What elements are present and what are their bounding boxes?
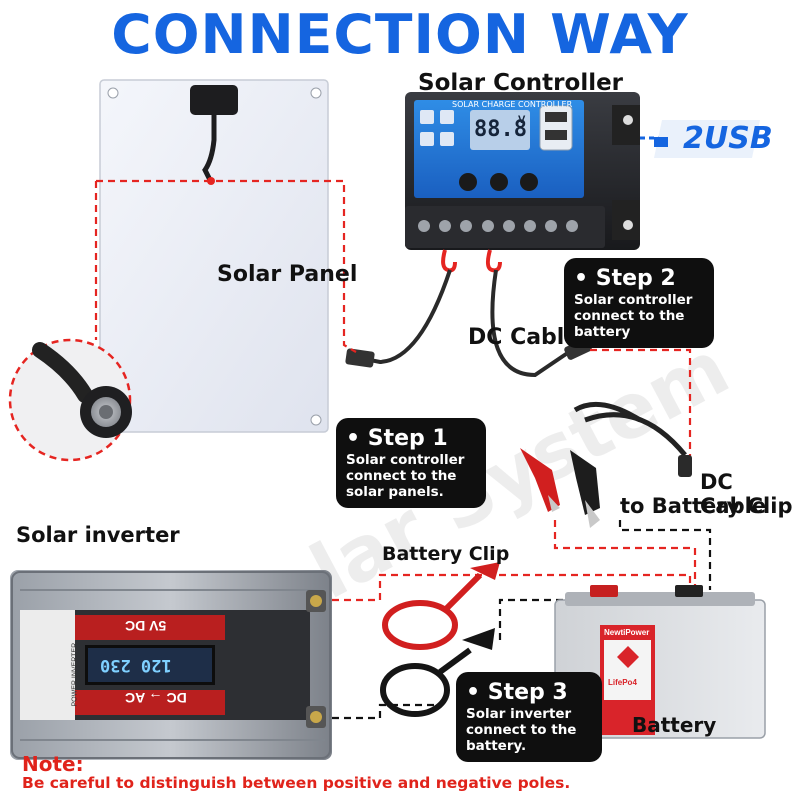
- step-2-line-2: connect to the: [574, 308, 685, 324]
- note-text: Be careful to distinguish between positi…: [22, 774, 571, 792]
- step-2-heading: • Step 2: [574, 266, 676, 291]
- step-3-box: • Step 3 Solar inverter connect to the b…: [456, 672, 602, 762]
- solar-controller: [405, 92, 640, 250]
- controller-reading: 88.8: [474, 117, 527, 142]
- battery-type: LifePo4: [608, 678, 637, 687]
- dc-cable-clip-label-1: DC Cable: [700, 470, 767, 518]
- connector-zoom: [8, 338, 132, 462]
- battery-brand: NewtiPower: [604, 628, 650, 637]
- step-3-line-2: connect to the: [466, 722, 577, 738]
- solar-controller-label: Solar Controller: [418, 70, 624, 96]
- battery-clip-cables: [380, 562, 500, 717]
- controller-unit: V: [518, 114, 526, 126]
- solar-panel-label: Solar Panel: [217, 262, 358, 287]
- step-2-box: • Step 2 Solar controller connect to the…: [564, 258, 714, 348]
- step-3-line-1: Solar inverter: [466, 706, 572, 722]
- battery-clip-label: Battery Clip: [382, 543, 510, 565]
- step-2-line-3: battery: [574, 324, 631, 340]
- step-1-heading: • Step 1: [346, 426, 448, 451]
- step-2-line-1: Solar controller: [574, 292, 693, 308]
- step-3-heading: • Step 3: [466, 680, 568, 705]
- inverter: [10, 570, 332, 760]
- step-1-box: • Step 1 Solar controller connect to the…: [336, 418, 486, 508]
- dc-cable-label: DC Cable: [468, 325, 580, 350]
- connection-dashes: [94, 179, 712, 720]
- inverter-model: 5V DC: [125, 618, 167, 634]
- step-1-line-2: connect to the: [346, 468, 457, 484]
- usb-badge: 2USB: [683, 121, 773, 156]
- usb-arrow: [640, 120, 760, 158]
- inverter-brand-text: DC → AC: [125, 690, 187, 706]
- page-title: CONNECTION WAY: [111, 3, 689, 66]
- solar-inverter-label: Solar inverter: [16, 523, 180, 547]
- dc-cable-clip-label-2: to Battery Clip: [620, 494, 793, 518]
- inverter-caption: POWER INVERTER: [71, 642, 79, 707]
- solar-panel: [99, 79, 329, 433]
- note-heading: Note:: [22, 752, 84, 776]
- step-1-line-3: solar panels.: [346, 484, 444, 500]
- step-1-line-1: Solar controller: [346, 452, 465, 468]
- battery-label: Battery: [632, 713, 717, 737]
- step-3-line-3: battery.: [466, 738, 527, 754]
- dc-cable-battery-clip: [520, 401, 692, 528]
- controller-cables: [345, 249, 592, 378]
- controller-header: SOLAR CHARGE CONTROLLER: [452, 100, 573, 109]
- battery: [554, 585, 766, 739]
- inverter-screen: 120 230: [100, 655, 172, 675]
